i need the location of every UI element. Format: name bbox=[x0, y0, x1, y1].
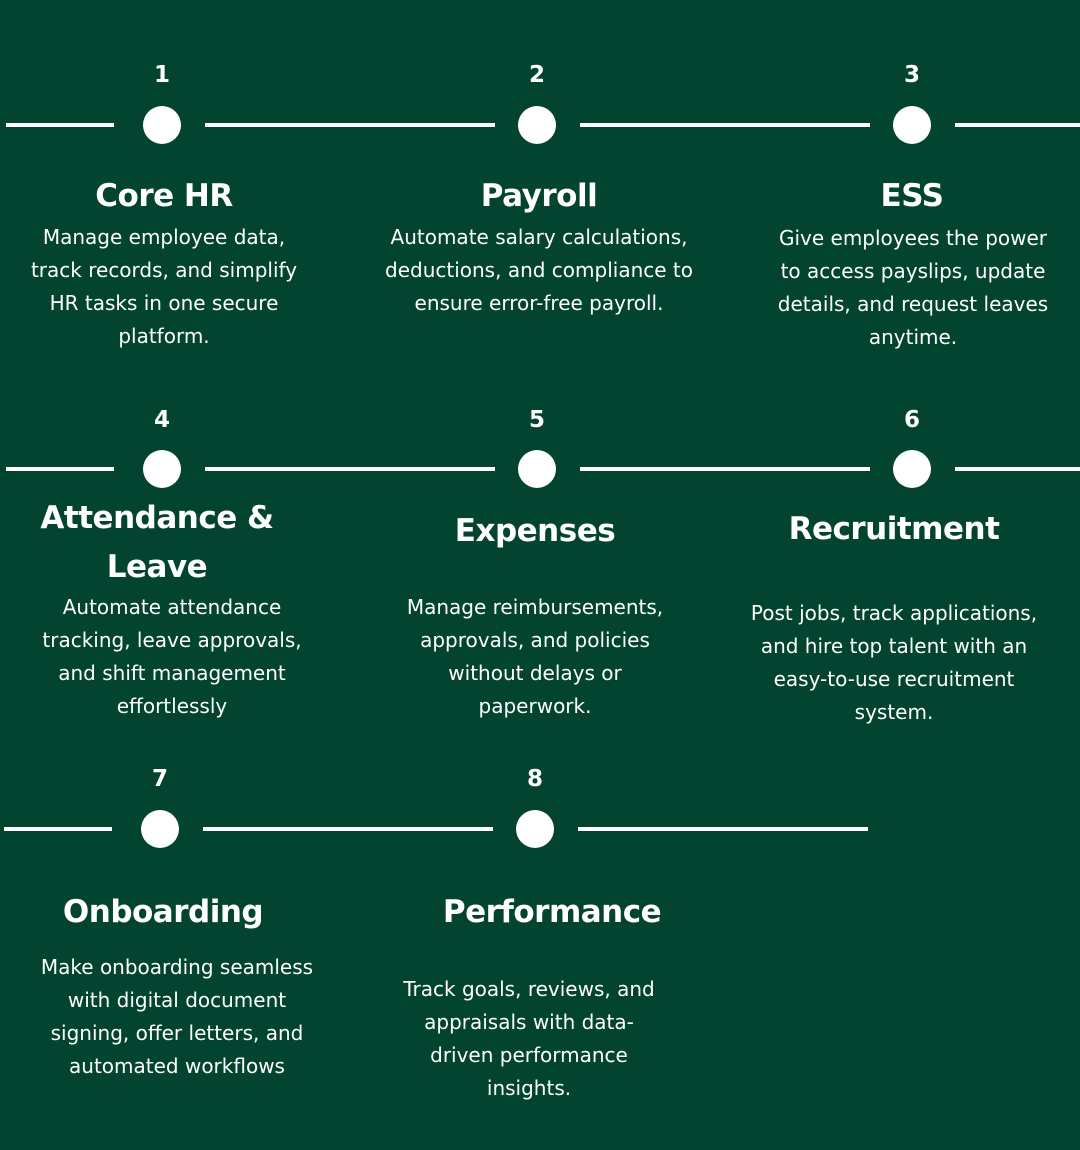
step-number: 7 bbox=[151, 766, 168, 792]
timeline-node-icon bbox=[518, 106, 556, 144]
step-title: Core HR bbox=[95, 178, 233, 214]
timeline-connector bbox=[203, 827, 493, 831]
step-number: 5 bbox=[528, 407, 545, 433]
timeline-connector bbox=[578, 827, 868, 831]
timeline-node-icon bbox=[141, 810, 179, 848]
step-description: Manage reimbursements, approvals, and po… bbox=[406, 595, 664, 718]
step-description: Manage employee data, track records, and… bbox=[30, 225, 298, 348]
step-title: Payroll bbox=[480, 178, 598, 214]
timeline-connector bbox=[6, 467, 114, 471]
step-number: 6 bbox=[903, 407, 920, 433]
step-title: Attendance & Leave bbox=[40, 500, 274, 585]
step-number: 8 bbox=[526, 766, 543, 792]
timeline-node-icon bbox=[516, 810, 554, 848]
timeline-connector bbox=[580, 467, 870, 471]
step-number: 4 bbox=[153, 407, 170, 433]
step-number: 2 bbox=[528, 62, 545, 88]
timeline-node-icon bbox=[893, 106, 931, 144]
timeline-node-icon bbox=[143, 106, 181, 144]
timeline-connector bbox=[955, 467, 1080, 471]
timeline-connector bbox=[6, 123, 114, 127]
step-title: Onboarding bbox=[62, 894, 264, 930]
timeline-connector bbox=[580, 123, 870, 127]
step-title: Expenses bbox=[454, 513, 616, 549]
step-description: Automate attendance tracking, leave appr… bbox=[42, 595, 302, 718]
step-description: Give employees the power to access paysl… bbox=[777, 226, 1049, 349]
step-title: ESS bbox=[880, 178, 944, 214]
step-description: Track goals, reviews, and appraisals wit… bbox=[403, 977, 655, 1100]
step-title: Recruitment bbox=[788, 511, 1000, 547]
step-number: 3 bbox=[903, 62, 920, 88]
timeline-node-icon bbox=[143, 450, 181, 488]
timeline-node-icon bbox=[518, 450, 556, 488]
step-title: Performance bbox=[442, 894, 662, 930]
timeline-connector bbox=[205, 123, 495, 127]
step-description: Post jobs, track applications, and hire … bbox=[750, 601, 1038, 724]
step-number: 1 bbox=[153, 62, 170, 88]
step-description: Automate salary calculations, deductions… bbox=[385, 225, 693, 315]
timeline-connector bbox=[955, 123, 1080, 127]
step-description: Make onboarding seamless with digital do… bbox=[40, 955, 314, 1078]
timeline-connector bbox=[4, 827, 112, 831]
timeline-connector bbox=[205, 467, 495, 471]
timeline-node-icon bbox=[893, 450, 931, 488]
